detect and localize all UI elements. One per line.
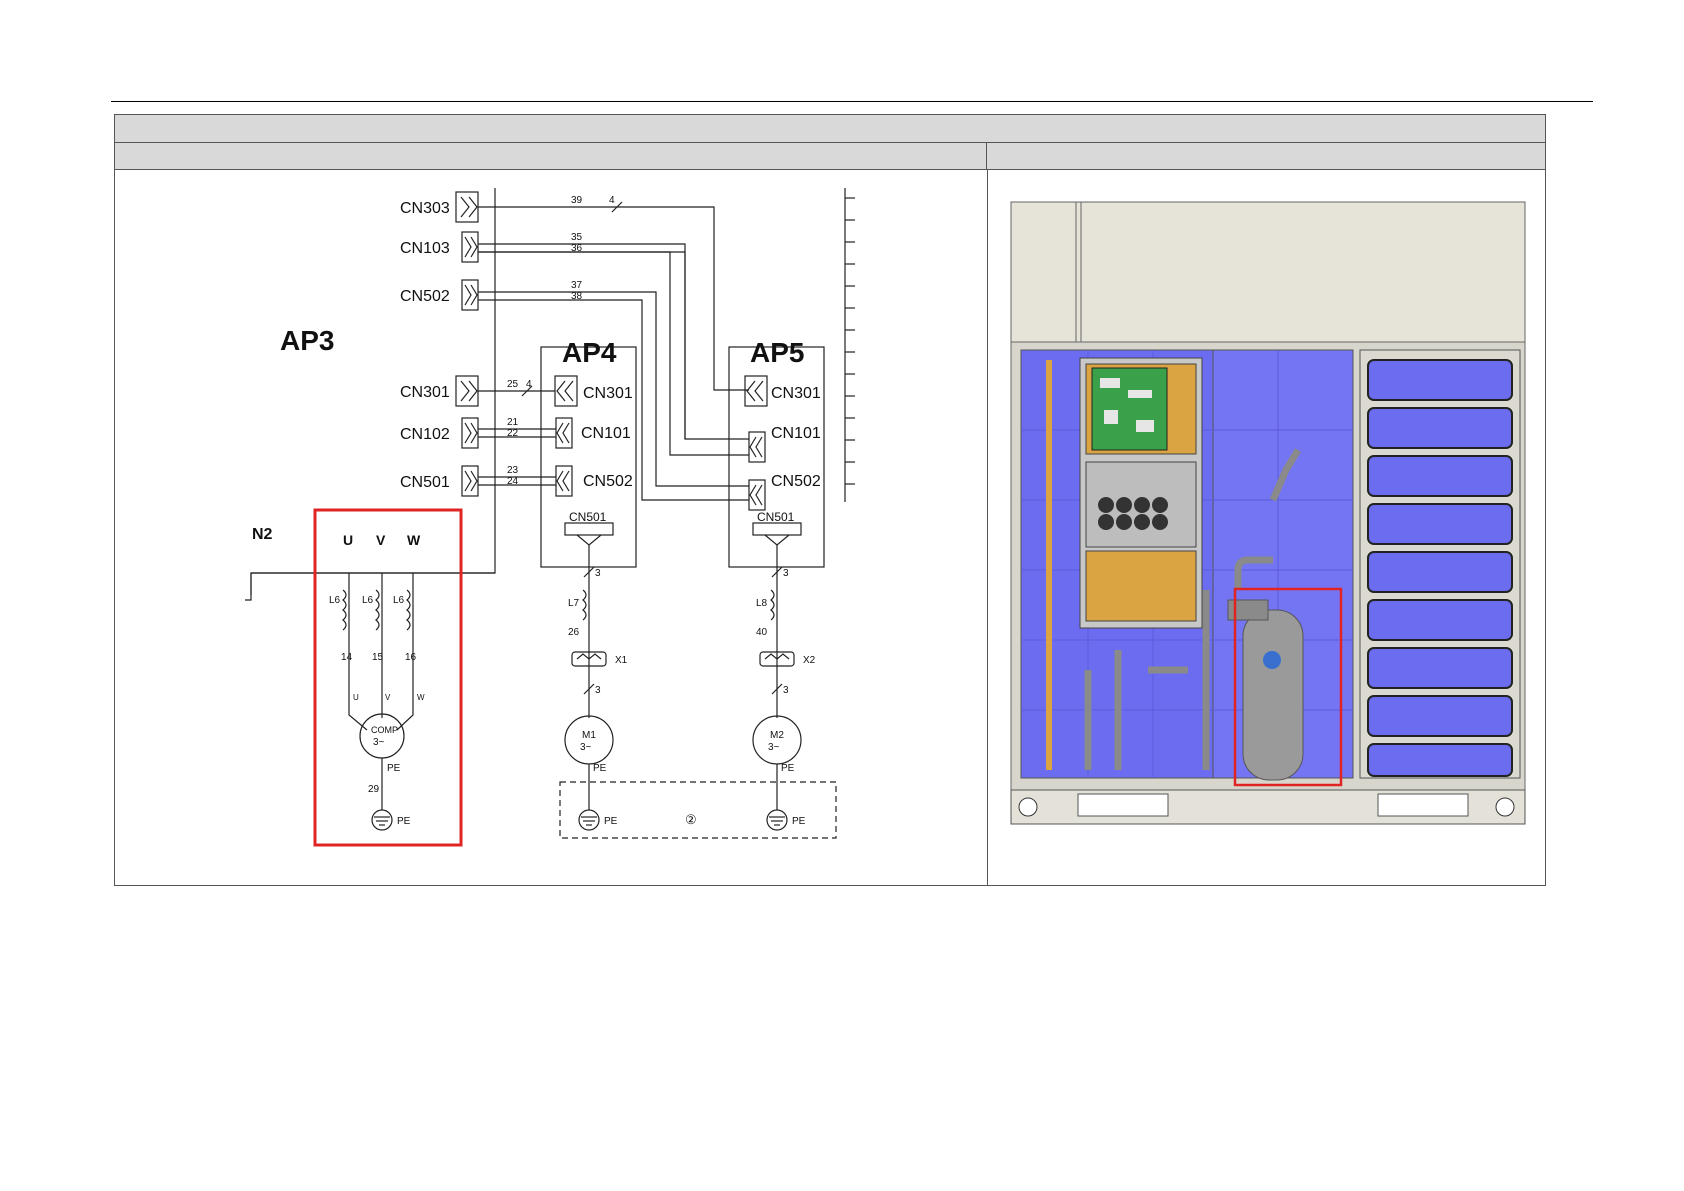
table-header-row — [115, 115, 1545, 143]
m1-inductor-label: L7 — [568, 598, 580, 609]
m2-motor-label: M2 — [770, 730, 784, 741]
comp-pe-label: PE — [387, 763, 401, 774]
wire-36-label: 36 — [571, 243, 583, 254]
ap5-cn501: CN501 — [757, 510, 795, 524]
m1-wire-26: 26 — [568, 627, 580, 638]
compressor-badge — [1263, 651, 1281, 669]
phase-w: W — [407, 532, 421, 548]
electrical-box-base — [1086, 551, 1196, 621]
ap3-cn103: CN103 — [400, 240, 450, 257]
wire-21-label: 21 — [507, 417, 519, 428]
ap5-board — [729, 347, 824, 567]
ap4-cn101: CN101 — [581, 425, 631, 442]
content-table: AP3 AP4 AP5 N2 CN303 CN103 CN502 CN301 C… — [114, 114, 1546, 886]
m1-connector-label: X1 — [615, 655, 628, 666]
inductor-l6-3: L6 — [393, 595, 405, 606]
ap3-cn501: CN501 — [400, 474, 450, 491]
ap3-cn502: CN502 — [400, 288, 450, 305]
ap4-cn502: CN502 — [583, 473, 633, 490]
fan-group-box — [560, 782, 836, 838]
ap5-label: AP5 — [750, 337, 804, 368]
unit-illustration — [988, 170, 1545, 886]
wiring-diagram-cell: AP3 AP4 AP5 N2 CN303 CN103 CN502 CN301 C… — [115, 170, 987, 886]
wire-25-label: 25 — [507, 379, 519, 390]
wiring-diagram: AP3 AP4 AP5 N2 CN303 CN103 CN502 CN301 C… — [115, 170, 987, 886]
top-rule — [111, 101, 1593, 102]
compressor — [1243, 610, 1303, 780]
m2-wire-3a: 3 — [783, 568, 789, 579]
wire-39-label: 39 — [571, 195, 583, 206]
unit-top-panel — [1011, 202, 1525, 342]
compressor-highlight — [315, 510, 461, 845]
m1-motor-label: M1 — [582, 730, 596, 741]
wire-24-label: 24 — [507, 476, 519, 487]
ap4-cn501: CN501 — [569, 510, 607, 524]
term-v: V — [385, 693, 391, 702]
ap4-cn301: CN301 — [583, 385, 633, 402]
wire-4b-label: 4 — [526, 379, 532, 390]
wire-37-label: 37 — [571, 280, 583, 291]
n2-label: N2 — [252, 526, 273, 543]
wire-22-label: 22 — [507, 428, 519, 439]
subheader-cell-left — [115, 143, 987, 169]
ap5-cn301: CN301 — [771, 385, 821, 402]
wire-16-label: 16 — [405, 652, 417, 663]
wire-23-label: 23 — [507, 465, 519, 476]
ap3-cn102: CN102 — [400, 426, 450, 443]
wire-29-label: 29 — [368, 784, 380, 795]
m2-wire-3b: 3 — [783, 685, 789, 696]
terminal-ticks — [845, 198, 855, 484]
m2-inductor-label: L8 — [756, 598, 768, 609]
wire-38-label: 38 — [571, 291, 583, 302]
unit-illustration-cell — [988, 170, 1545, 886]
inductor-l6-1: L6 — [329, 595, 341, 606]
term-u: U — [353, 693, 359, 702]
m1-phase-label: 3~ — [580, 742, 592, 753]
m2-ground-label: PE — [792, 816, 806, 827]
ap5-cn502: CN502 — [771, 473, 821, 490]
m1-wire-3b: 3 — [595, 685, 601, 696]
m1-pe-label: PE — [593, 763, 607, 774]
comp-phase-label: 3~ — [373, 737, 385, 748]
wire-4-label: 4 — [609, 195, 615, 206]
orange-pipe — [1046, 360, 1052, 770]
phase-u: U — [343, 532, 353, 548]
m2-pe-label: PE — [781, 763, 795, 774]
wire-15-label: 15 — [372, 652, 384, 663]
m2-connector-label: X2 — [803, 655, 816, 666]
table-subheader-row — [115, 143, 1545, 170]
m2-wire-40: 40 — [756, 627, 768, 638]
m2-circuit — [753, 545, 801, 830]
ap3-connectors — [456, 192, 478, 496]
side-grille-slots — [1368, 360, 1512, 776]
inductor-l6-2: L6 — [362, 595, 374, 606]
ap5-cn101: CN101 — [771, 425, 821, 442]
ap3-label: AP3 — [280, 325, 334, 356]
m1-ground-label: PE — [604, 816, 618, 827]
m1-wire-3a: 3 — [595, 568, 601, 579]
wire-14-label: 14 — [341, 652, 353, 663]
group-mark: ② — [685, 812, 697, 827]
m2-phase-label: 3~ — [768, 742, 780, 753]
comp-ground-label: PE — [397, 816, 411, 827]
ap4-label: AP4 — [562, 337, 617, 368]
term-w: W — [417, 693, 425, 702]
ap3-cn303: CN303 — [400, 200, 450, 217]
ap3-cn301: CN301 — [400, 384, 450, 401]
phase-v: V — [376, 532, 386, 548]
m1-circuit — [565, 545, 613, 830]
comp-label: COMP — [371, 725, 398, 735]
wire-35-label: 35 — [571, 232, 583, 243]
